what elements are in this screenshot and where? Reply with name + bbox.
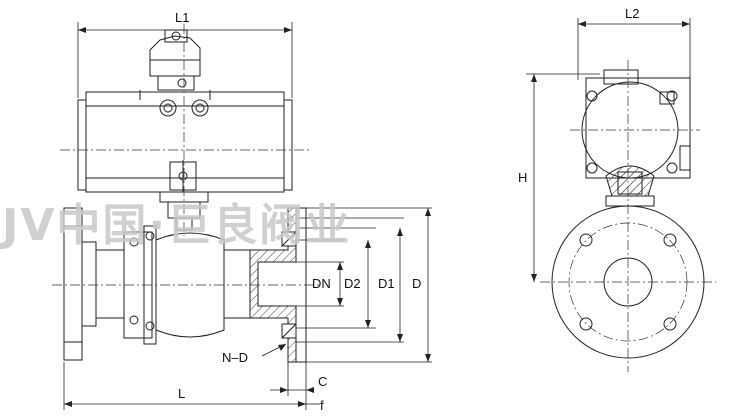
- pneumatic-actuator: [77, 91, 293, 193]
- label-d2: D2: [344, 276, 361, 291]
- dimensions: [63, 18, 691, 410]
- front-centerlines: [52, 24, 320, 286]
- limit-switch-box: [139, 29, 211, 100]
- side-coupling-section: [605, 165, 655, 207]
- side-actuator: [581, 69, 691, 179]
- front-view: [63, 29, 307, 363]
- label-h: H: [518, 170, 527, 185]
- label-dn: DN: [312, 276, 331, 291]
- label-d: D: [412, 276, 421, 291]
- label-d1: D1: [378, 276, 395, 291]
- label-f: f: [320, 398, 324, 413]
- side-view: [551, 69, 705, 359]
- arrowheads: [64, 21, 690, 407]
- label-l: L: [178, 386, 185, 401]
- label-l1: L1: [175, 10, 189, 25]
- label-c: C: [318, 374, 327, 389]
- watermark-text: JV中国·巨良阀业: [0, 200, 351, 251]
- label-n-d: N–D: [222, 350, 248, 365]
- dimension-labels: L1 L2 H DN D2 D1 D N–D L C f: [175, 6, 639, 413]
- label-l2: L2: [625, 6, 639, 21]
- left-flange: [63, 207, 97, 361]
- side-centerlines: [540, 60, 716, 372]
